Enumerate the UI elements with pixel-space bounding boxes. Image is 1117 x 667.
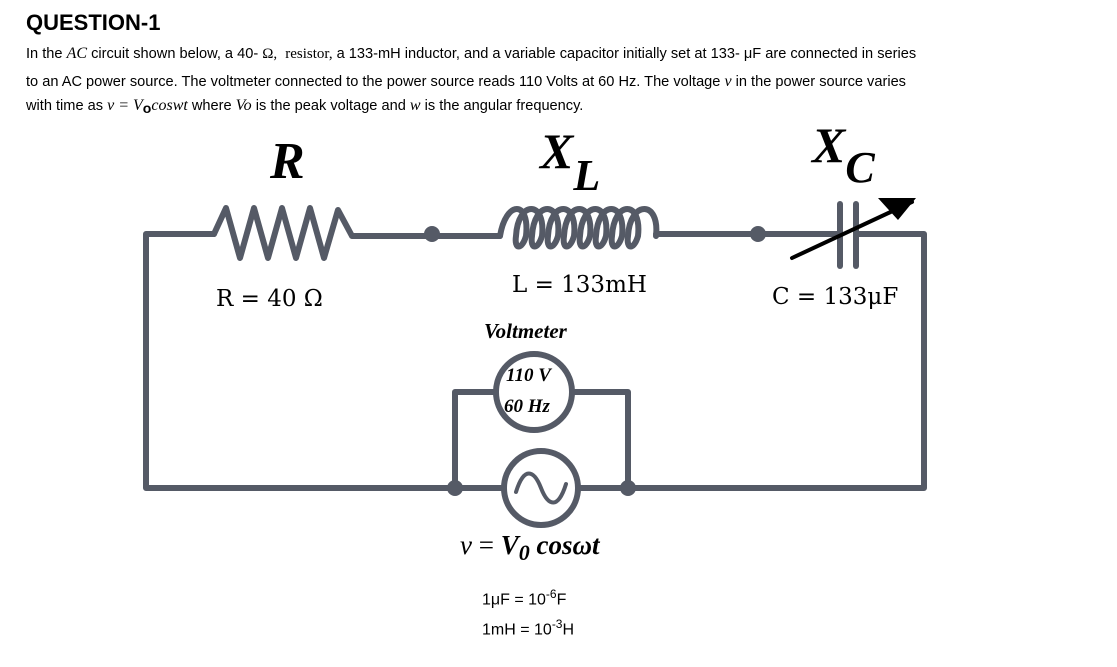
voltmeter-reading-voltage: 110 V bbox=[506, 365, 552, 386]
equation-cos: coswt bbox=[151, 97, 188, 114]
capacitance-value: C = 133μF bbox=[772, 284, 898, 310]
text-segment: a 133-mH inductor, and a variable capaci… bbox=[332, 46, 917, 62]
source-eq-v: v bbox=[460, 530, 472, 560]
junction-dot bbox=[620, 480, 636, 496]
xl-main: X bbox=[538, 123, 575, 179]
capacitive-reactance-label: XC bbox=[810, 117, 875, 192]
voltmeter-label: Voltmeter bbox=[484, 319, 568, 343]
sine-wave-icon bbox=[514, 471, 568, 505]
xc-subscript: C bbox=[845, 143, 875, 192]
voltmeter-circle bbox=[493, 351, 575, 433]
inductive-reactance-label: XL bbox=[538, 123, 600, 200]
equation-subscript: o bbox=[142, 100, 152, 116]
text-segment: with time as bbox=[26, 98, 108, 114]
text-segment: circuit shown below, a 40- bbox=[87, 46, 263, 62]
text-segment: to an AC power source. The voltmeter con… bbox=[26, 74, 725, 90]
text-segment: In the bbox=[26, 46, 67, 62]
millihenry-conversion: 1mH = 10-3H bbox=[482, 612, 574, 642]
equation-mid: = V bbox=[114, 97, 143, 114]
source-eq-peak: V bbox=[501, 530, 521, 560]
source-equation: v = V0 cosωt bbox=[460, 530, 601, 565]
variable-capacitor-arrowhead bbox=[878, 198, 916, 220]
microfarad-conversion: 1μF = 10-6F bbox=[482, 582, 574, 612]
question-text: In the AC circuit shown below, a 40- Ω, … bbox=[26, 40, 1096, 124]
inductance-value: L = 133mH bbox=[512, 272, 647, 298]
wire-left bbox=[143, 231, 458, 491]
text-segment: where bbox=[187, 98, 236, 114]
omega-symbol: Ω, bbox=[262, 46, 278, 62]
resistor-zigzag bbox=[211, 205, 503, 261]
voltage-symbol: v bbox=[724, 73, 732, 90]
question-line-1: In the AC circuit shown below, a 40- Ω, … bbox=[26, 40, 1096, 68]
uf-exponent: -6 bbox=[545, 587, 557, 601]
unit-conversions: 1μF = 10-6F 1mH = 10-3H bbox=[482, 582, 574, 643]
voltmeter-branch bbox=[452, 389, 497, 491]
mh-base: 1mH = 10 bbox=[482, 621, 552, 639]
ac-term: AC bbox=[66, 45, 88, 62]
source-eq-subscript: 0 bbox=[519, 540, 530, 565]
voltmeter-reading-frequency: 60 Hz bbox=[504, 396, 551, 417]
mh-unit: H bbox=[562, 621, 575, 639]
source-eq-equals: = bbox=[472, 530, 501, 560]
uf-base: 1μF = 10 bbox=[482, 591, 546, 609]
inductor-coil bbox=[497, 206, 660, 250]
xc-main: X bbox=[810, 117, 847, 173]
question-line-3: with time as v = Vocoswt where Vo is the… bbox=[26, 92, 1096, 120]
voltmeter-branch-right bbox=[571, 389, 631, 491]
text-segment: in the power source varies bbox=[731, 74, 906, 90]
resistor-word: resistor, bbox=[285, 46, 333, 62]
angular-frequency-symbol: w bbox=[409, 97, 421, 114]
xl-subscript: L bbox=[572, 151, 600, 200]
ac-source-circle bbox=[501, 448, 581, 528]
resistance-value: R = 40 Ω bbox=[216, 286, 323, 312]
uf-unit: F bbox=[556, 591, 567, 609]
equation-v: v bbox=[107, 97, 115, 114]
text-segment: is the peak voltage and bbox=[251, 98, 410, 114]
text-segment: is the angular frequency. bbox=[420, 98, 584, 114]
junction-dot bbox=[750, 226, 766, 242]
mh-exponent: -3 bbox=[551, 617, 563, 632]
question-line-2: to an AC power source. The voltmeter con… bbox=[26, 68, 1096, 96]
question-title: QUESTION-1 bbox=[26, 10, 161, 35]
source-eq-cos: cos bbox=[530, 530, 573, 560]
resistor-symbol-label: R bbox=[269, 133, 305, 190]
source-eq-omega-t: ωt bbox=[572, 530, 601, 560]
wire-right bbox=[625, 231, 927, 491]
junction-dot bbox=[447, 480, 463, 496]
peak-voltage-symbol: Vo bbox=[235, 97, 252, 114]
junction-dot bbox=[424, 226, 440, 242]
